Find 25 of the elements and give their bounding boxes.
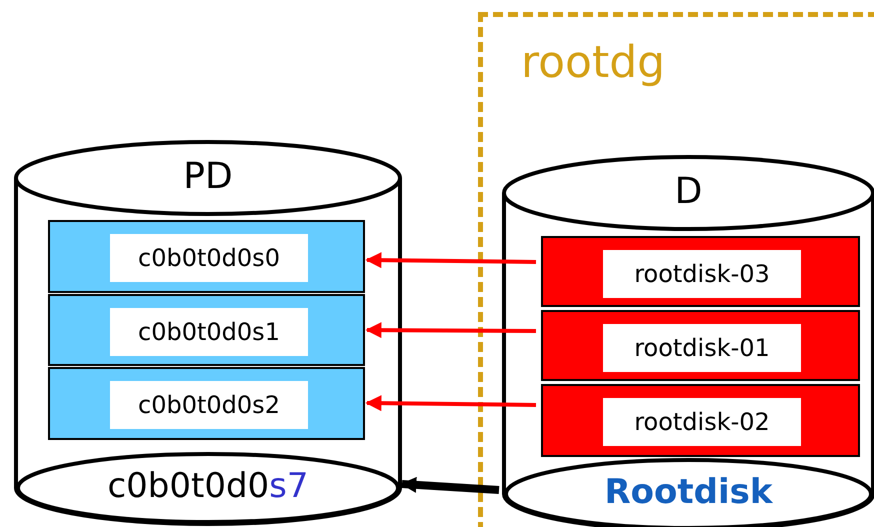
disk-label: c0b0t0d0s7 <box>107 466 309 506</box>
partition-label: c0b0t0d0s1 <box>110 308 308 356</box>
partition-band <box>48 367 365 440</box>
disk-cylinder <box>502 155 874 527</box>
partition-band <box>48 220 365 293</box>
partition-band <box>48 294 365 366</box>
disk-label: PD <box>182 156 234 197</box>
partition-label: c0b0t0d0s0 <box>110 234 308 282</box>
partition-label: rootdisk-02 <box>603 398 801 446</box>
disk-label: Rootdisk <box>604 472 772 512</box>
partition-label: rootdisk-01 <box>603 324 801 372</box>
disk-label: D <box>674 171 704 212</box>
group-title: rootdg <box>521 37 666 88</box>
disk-cylinder <box>14 140 402 526</box>
partition-band <box>541 384 860 457</box>
arrow <box>400 476 500 494</box>
arrow <box>365 252 536 268</box>
arrow <box>365 395 536 412</box>
arrow <box>365 322 536 338</box>
partition-label: c0b0t0d0s2 <box>110 381 308 429</box>
partition-band <box>541 236 860 307</box>
disk-end-ellipse <box>16 452 400 524</box>
partition-band <box>541 310 860 381</box>
partition-label: rootdisk-03 <box>603 250 801 298</box>
group-region <box>478 12 874 527</box>
